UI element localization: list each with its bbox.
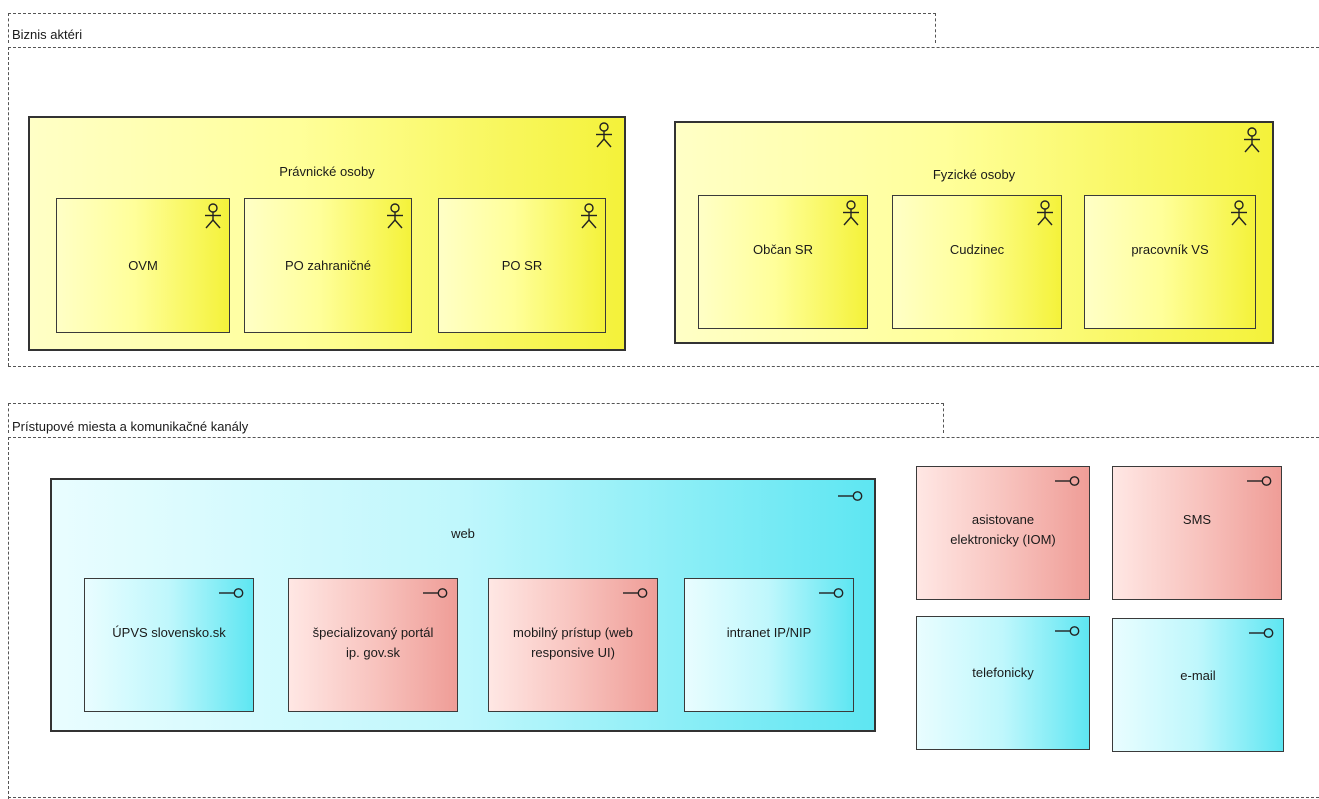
actor-label: OVM <box>128 257 158 273</box>
channel-label: ÚPVS slovensko.sk <box>112 625 226 640</box>
actor-po-zahranicne[interactable]: PO zahraničné <box>244 198 412 333</box>
channel-label: e-mail <box>1180 668 1216 683</box>
actor-label: pracovník VS <box>1131 242 1209 257</box>
actor-icon <box>841 200 861 226</box>
business-actors-group-title: Biznis aktéri <box>12 27 83 42</box>
channel-label: SMS <box>1182 512 1212 527</box>
channel-specialized-portal[interactable]: špecializovaný portál ip. gov.sk <box>288 578 458 712</box>
actor-label: PO SR <box>501 257 543 273</box>
interface-icon <box>836 490 864 502</box>
natural-persons-title: Fyzické osoby <box>932 167 1016 182</box>
channel-label: špecializovaný portál ip. gov.sk <box>312 625 434 660</box>
actor-obcan-sr[interactable]: Občan SR <box>698 195 868 329</box>
channel-email[interactable]: e-mail <box>1112 618 1284 752</box>
access-channels-group-bottom <box>8 797 1319 798</box>
legal-persons-title: Právnické osoby <box>279 164 375 179</box>
channel-sms[interactable]: SMS <box>1112 466 1282 600</box>
channel-label: telefonicky <box>972 665 1034 680</box>
interface-icon <box>1053 625 1081 637</box>
interface-icon <box>621 587 649 599</box>
actor-pracovnik-vs[interactable]: pracovník VS <box>1084 195 1256 329</box>
actor-icon <box>1242 127 1262 153</box>
interface-icon <box>217 587 245 599</box>
actor-icon <box>385 203 405 229</box>
actor-icon <box>203 203 223 229</box>
channel-label: intranet IP/NIP <box>726 625 812 640</box>
channel-phone[interactable]: telefonicky <box>916 616 1090 750</box>
business-actors-group-tab <box>8 13 936 43</box>
actor-icon <box>1229 200 1249 226</box>
interface-icon <box>1053 475 1081 487</box>
access-channels-group-title: Prístupové miesta a komunikačné kanály <box>12 419 249 434</box>
actor-icon <box>1035 200 1055 226</box>
interface-icon <box>421 587 449 599</box>
channel-mobile-access[interactable]: mobilný prístup (web responsive UI) <box>488 578 658 712</box>
channel-assisted-iom[interactable]: asistovane elektronicky (IOM) <box>916 466 1090 600</box>
actor-label: Občan SR <box>753 242 813 257</box>
business-actors-group-frame <box>8 47 1319 366</box>
channel-label: asistovane elektronicky (IOM) <box>950 512 1056 547</box>
actor-icon <box>579 203 599 229</box>
actor-icon <box>594 122 614 148</box>
actor-label: Cudzinec <box>949 242 1005 257</box>
channel-upvs[interactable]: ÚPVS slovensko.sk <box>84 578 254 712</box>
business-actors-group-bottom <box>8 366 1319 367</box>
actor-po-sr[interactable]: PO SR <box>438 198 606 333</box>
interface-icon <box>1247 627 1275 639</box>
access-channels-group-tab <box>8 403 944 433</box>
web-title: web <box>451 526 475 541</box>
interface-icon <box>817 587 845 599</box>
actor-label: PO zahraničné <box>285 257 371 273</box>
access-channels-group-frame <box>8 437 1319 799</box>
channel-intranet[interactable]: intranet IP/NIP <box>684 578 854 712</box>
interface-icon <box>1245 475 1273 487</box>
channel-label: mobilný prístup (web responsive UI) <box>513 625 633 660</box>
actor-cudzinec[interactable]: Cudzinec <box>892 195 1062 329</box>
actor-ovm[interactable]: OVM <box>56 198 230 333</box>
